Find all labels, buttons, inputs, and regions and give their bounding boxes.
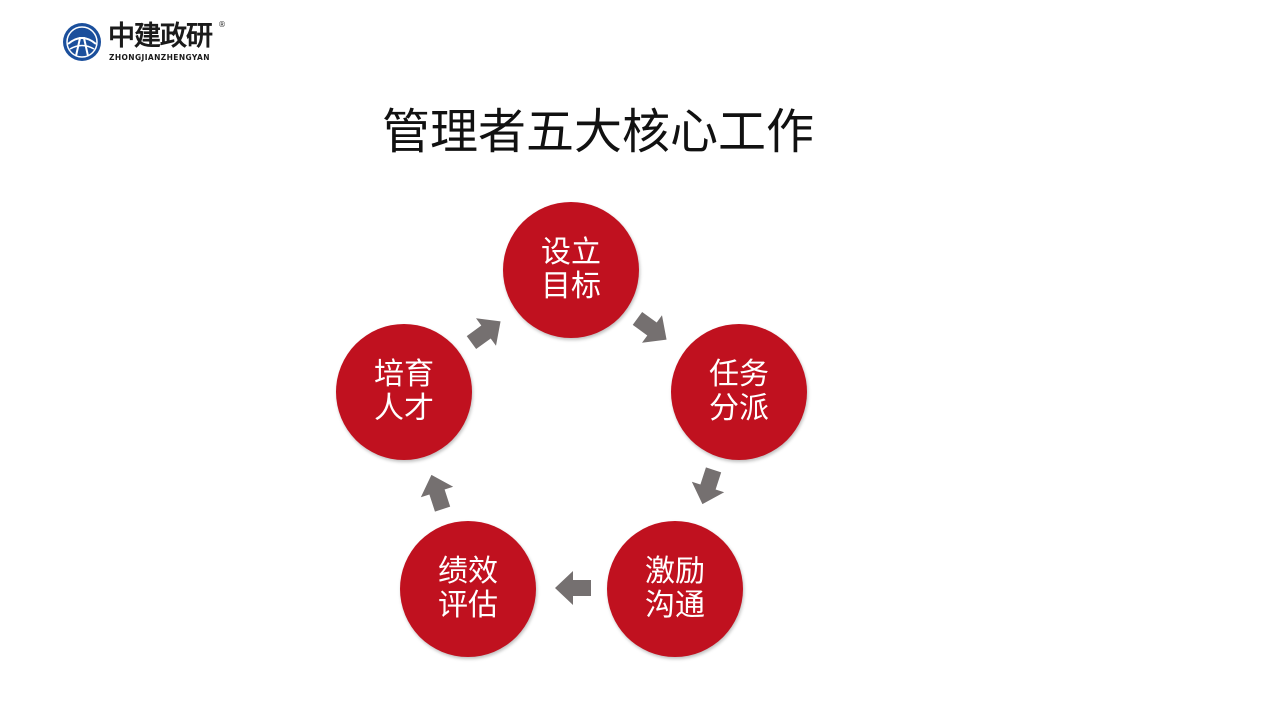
node-label: 任务分派	[709, 357, 769, 426]
node-label: 培育人才	[374, 357, 434, 426]
logo-pinyin: ZHONGJIANZHENGYAN	[109, 53, 210, 62]
logo-name: 中建政研	[108, 21, 213, 52]
node-assign-tasks: 任务分派	[671, 324, 807, 460]
node-develop-talent: 培育人才	[336, 324, 472, 460]
node-performance-evaluation: 绩效评估	[400, 521, 536, 657]
slide-title: 管理者五大核心工作	[382, 104, 815, 160]
node-motivate-communicate: 激励沟通	[607, 521, 743, 657]
arrow-right-icon	[466, 318, 501, 350]
node-label: 绩效评估	[438, 554, 498, 623]
node-label: 激励沟通	[645, 554, 705, 623]
node-set-goals: 设立目标	[503, 202, 639, 338]
registered-mark: ®	[218, 20, 226, 29]
node-label: 设立目标	[541, 235, 601, 304]
company-logo: 中建政研 ® ZHONGJIANZHENGYAN	[62, 20, 232, 64]
arrow-right-icon	[691, 467, 725, 505]
arrow-right-icon	[632, 311, 667, 343]
arrow-right-icon	[420, 474, 454, 512]
arrow-right-icon	[555, 571, 591, 605]
globe-emblem-icon	[63, 23, 101, 61]
